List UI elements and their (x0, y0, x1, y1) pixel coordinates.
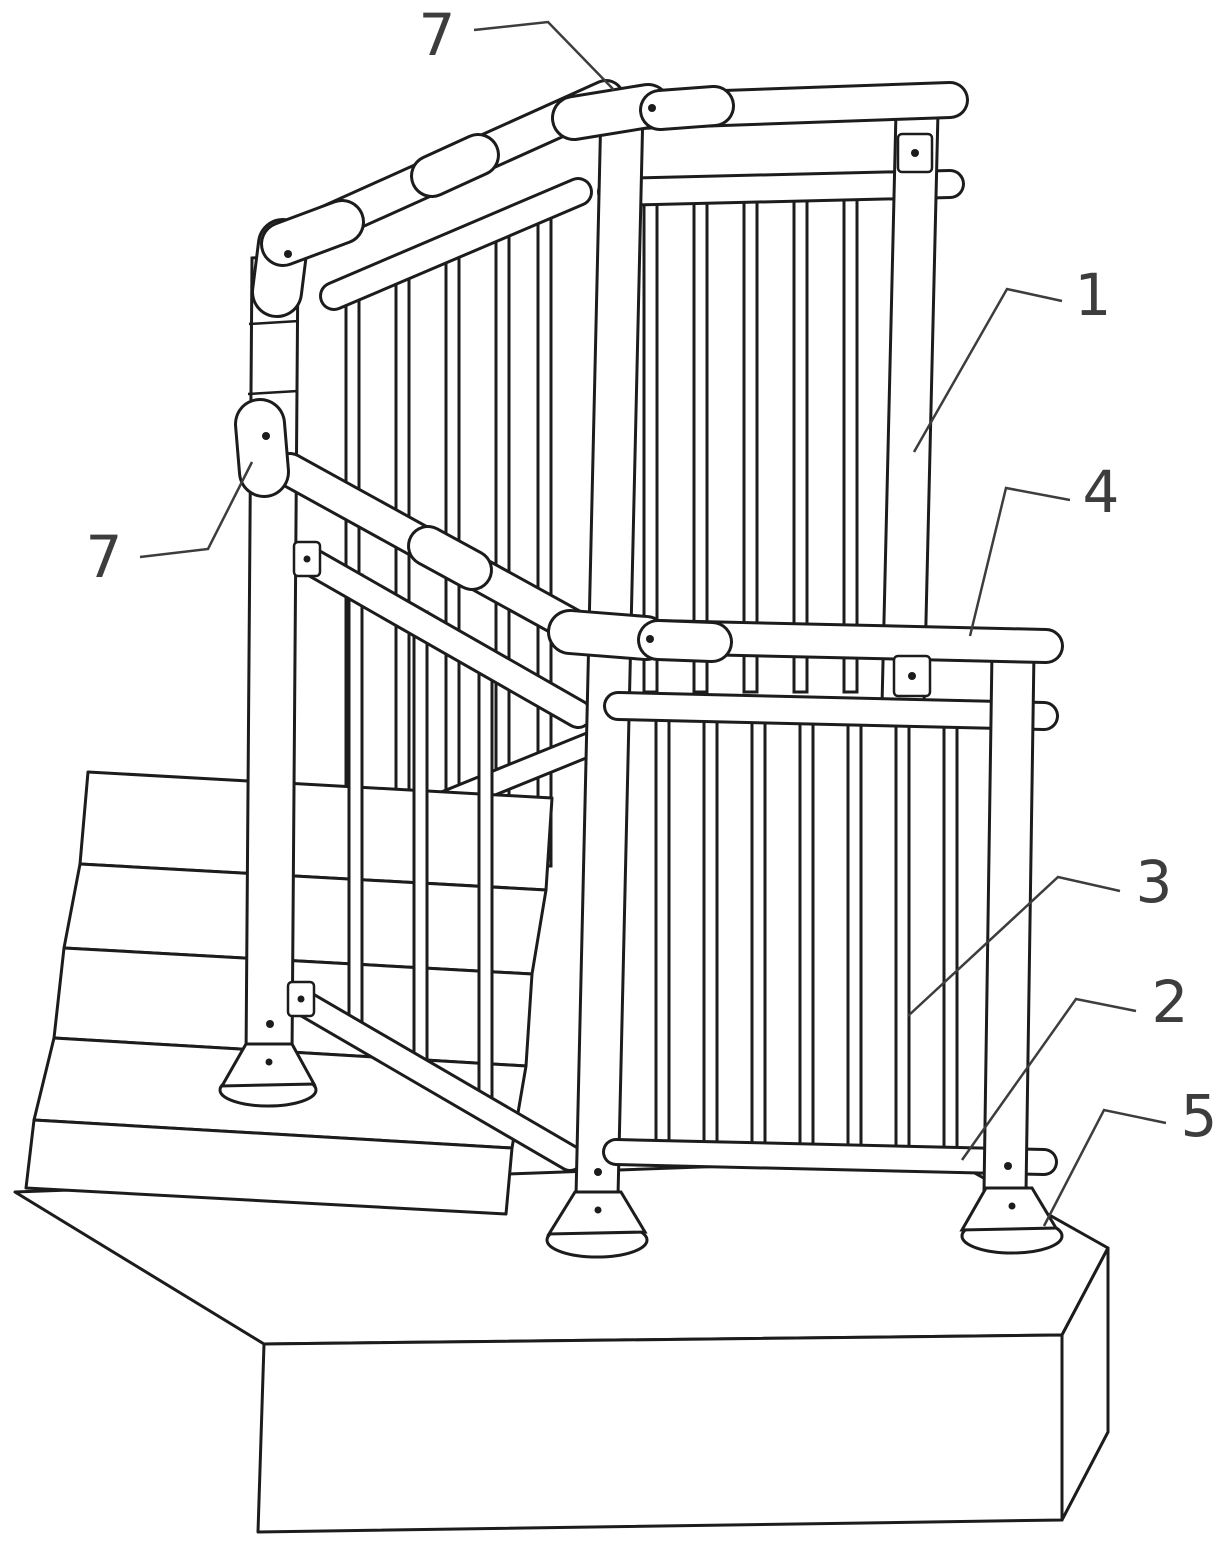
block-right-face (1060, 1246, 1110, 1522)
label-7-left: 7 (86, 523, 123, 591)
rail-brackets-left (286, 540, 322, 1018)
baluster (792, 192, 809, 694)
post-rail-bracket-mid (892, 654, 932, 698)
left-post (244, 253, 300, 1060)
baluster (846, 718, 863, 1168)
label-5: 5 (1181, 1082, 1218, 1150)
leader-3 (907, 875, 1121, 1017)
leader-5 (1042, 1108, 1167, 1227)
baluster (394, 260, 411, 862)
baluster (347, 573, 364, 1042)
label-1: 1 (1075, 261, 1112, 329)
bolt-dot (908, 672, 916, 680)
baluster (742, 194, 759, 694)
baluster (412, 610, 429, 1080)
post-seam (248, 319, 300, 326)
bolt-dot (1004, 1162, 1012, 1170)
baluster (894, 720, 911, 1168)
post-body (244, 253, 300, 1060)
bolt-dot (911, 149, 919, 157)
stair-bottom-rail (288, 988, 584, 1172)
bolt-dot (284, 250, 292, 258)
elbow-connector-mid-center (547, 609, 733, 663)
bolt-dot (303, 555, 311, 563)
baluster (750, 714, 767, 1166)
baluster (798, 716, 815, 1166)
upper-angled-panel-top-rail (319, 177, 593, 311)
stair-panel-balusters (347, 573, 494, 1118)
bolt-dot (594, 1168, 602, 1176)
baluster (842, 190, 859, 694)
post-seam (247, 389, 299, 396)
label-4: 4 (1083, 458, 1120, 526)
bolt-dot (265, 1058, 273, 1066)
leader-7-top (473, 20, 615, 91)
bolt-dot (262, 432, 270, 440)
leader-7-left (139, 461, 254, 559)
flange-skirt (959, 1186, 1059, 1232)
bolt-dot (646, 635, 654, 643)
reference-labels: 7 1 4 7 3 2 5 (86, 1, 1218, 1150)
lower-panel-bottom-rail (602, 1138, 1058, 1176)
bolt-dot (594, 1206, 602, 1214)
bolt-dot (1008, 1202, 1016, 1210)
baluster (702, 712, 719, 1164)
stair-mid-rail (297, 547, 593, 729)
stair-lower-handrail (272, 452, 598, 648)
label-3: 3 (1136, 848, 1173, 916)
left-post-flange (218, 1020, 318, 1108)
label-7-top: 7 (419, 1, 456, 69)
lower-right-post-flange (959, 1186, 1064, 1255)
block-front-face (256, 1333, 1064, 1534)
leader-2 (960, 997, 1137, 1161)
label-2: 2 (1152, 968, 1189, 1036)
leader-lines (139, 20, 1167, 1227)
lower-panel-top-rail (603, 691, 1059, 731)
bolt-dot (648, 104, 656, 112)
center-post-flange (545, 1190, 649, 1259)
leader-1 (912, 287, 1063, 453)
elbow-connector-top-center (551, 83, 735, 141)
post-rail-bracket-top (896, 132, 934, 174)
leader-4 (968, 486, 1071, 637)
baluster (477, 648, 494, 1118)
bolt-dot (266, 1020, 274, 1028)
bolt-dot (297, 995, 305, 1003)
baluster (692, 196, 709, 694)
elbow-connector-top-left (251, 199, 365, 318)
baluster (942, 722, 959, 1168)
elbow-connector-mid-left (234, 398, 290, 498)
step-riser (24, 1118, 514, 1216)
baluster (654, 710, 671, 1162)
